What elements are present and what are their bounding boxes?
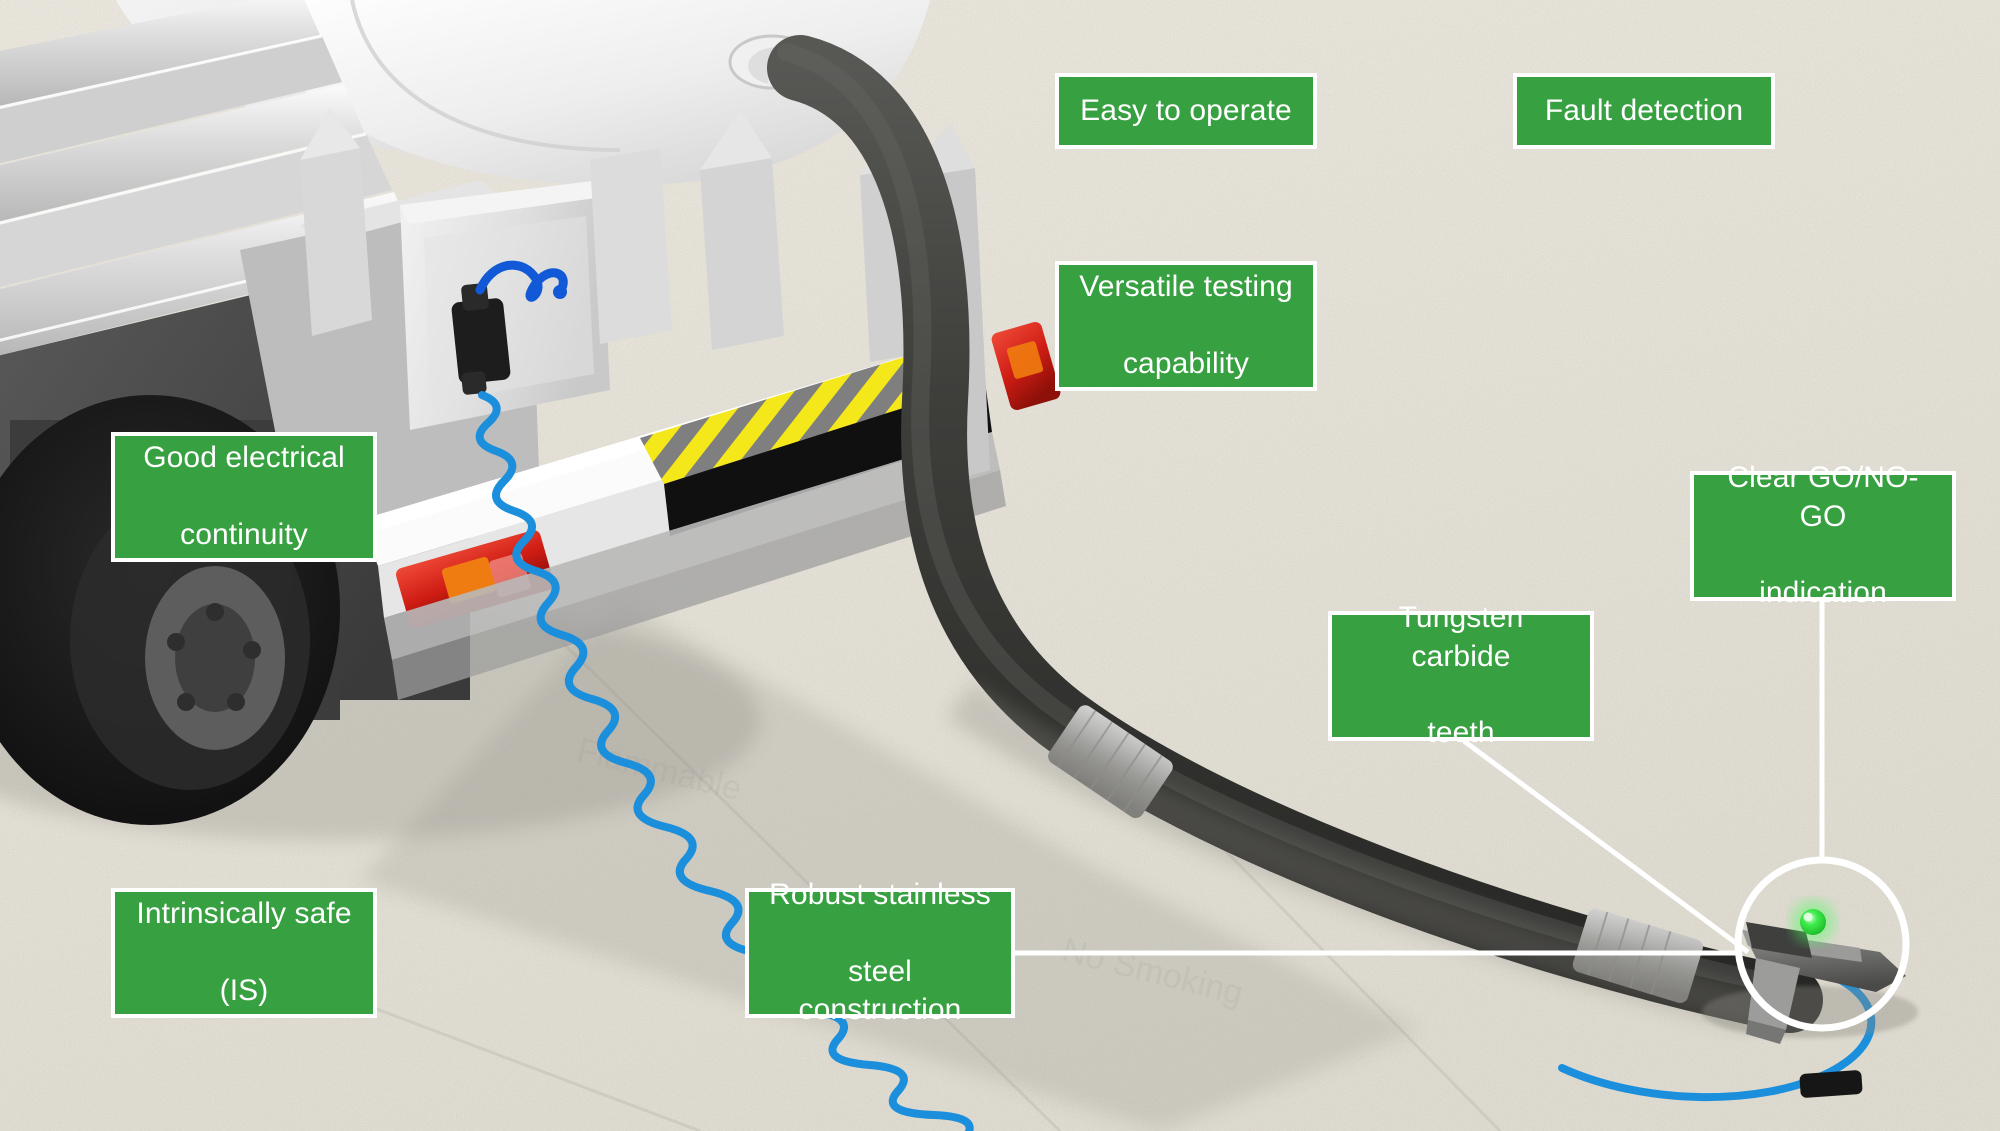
callout-clear-go-no-go-indication[interactable]: Clear GO/NO-GO indication xyxy=(1690,461,1956,609)
callout-line: Easy to operate xyxy=(1080,93,1292,127)
callout-line: continuity xyxy=(180,518,308,552)
callout-line: (IS) xyxy=(219,974,269,1008)
callout-line: Tungsten carbide xyxy=(1398,601,1524,673)
callout-line: steel construction xyxy=(798,955,962,1027)
callout-good-electrical-continuity[interactable]: Good electrical continuity xyxy=(111,432,377,562)
callout-line: indication xyxy=(1759,576,1887,610)
callout-fault-detection[interactable]: Fault detection xyxy=(1513,73,1775,149)
callout-intrinsically-safe[interactable]: Intrinsically safe (IS) xyxy=(111,888,377,1018)
callout-easy-to-operate[interactable]: Easy to operate xyxy=(1055,73,1317,149)
callout-line: teeth xyxy=(1427,716,1495,750)
callout-line: Intrinsically safe xyxy=(136,897,352,931)
callout-line: Versatile testing xyxy=(1079,270,1293,304)
callout-line: Robust stainless xyxy=(769,878,991,912)
callout-line: Good electrical xyxy=(143,441,345,475)
callout-versatile-testing-capability[interactable]: Versatile testing capability xyxy=(1055,261,1317,391)
callout-tungsten-carbide-teeth[interactable]: Tungsten carbide teeth xyxy=(1328,601,1594,749)
callout-line: Fault detection xyxy=(1544,93,1744,127)
callout-line: capability xyxy=(1122,347,1250,381)
callout-robust-stainless-steel-construction[interactable]: Robust stainless steel construction xyxy=(745,878,1015,1026)
callout-line: Clear GO/NO-GO xyxy=(1727,461,1919,533)
